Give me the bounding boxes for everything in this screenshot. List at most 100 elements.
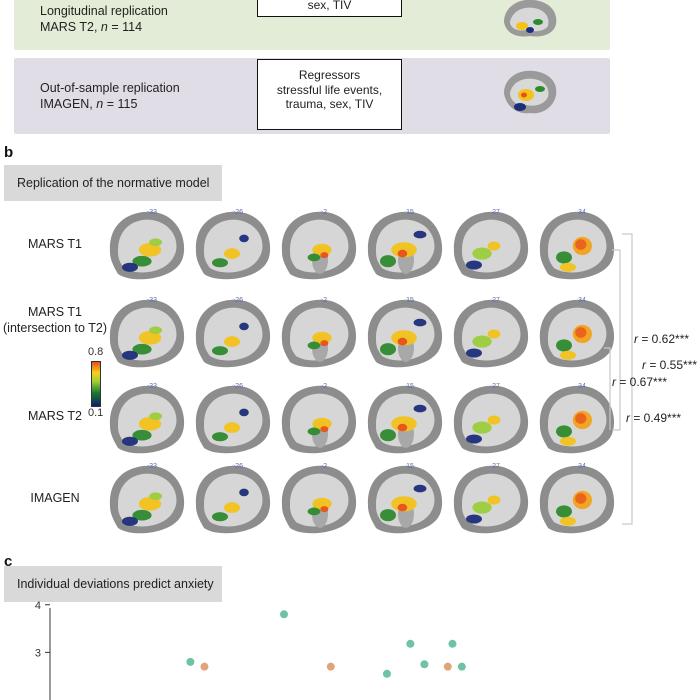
activation-blob — [472, 421, 492, 434]
scatter-point — [443, 662, 452, 671]
r-value: = 0.67*** — [616, 375, 668, 389]
activation-blob — [413, 318, 427, 327]
scatter-point — [326, 662, 335, 671]
activation-blob — [487, 495, 501, 505]
activation-blob — [224, 248, 240, 259]
activation-blob — [320, 506, 329, 513]
scatter-point — [382, 669, 391, 678]
longitudinal-n-symbol: n — [100, 20, 108, 34]
slice-coordinate-label: 27 — [492, 297, 500, 304]
row-label-imagen: IMAGEN — [30, 491, 80, 505]
brain-slice — [539, 465, 615, 534]
brain-slice — [367, 299, 443, 368]
activation-blob — [380, 429, 396, 442]
activation-blob — [307, 427, 321, 436]
slice-coordinate-label: -2 — [321, 383, 327, 390]
activation-blob — [320, 252, 329, 259]
activation-blob — [149, 492, 162, 501]
out-of-sample-title: Out-of-sample replication — [40, 81, 180, 95]
scatter-point — [457, 662, 466, 671]
brain-slice — [109, 465, 185, 534]
brain-slice — [453, 211, 529, 280]
brain-slice — [281, 211, 357, 280]
activation-blob — [138, 496, 162, 511]
activation-blob — [466, 260, 482, 270]
activation-blob — [380, 509, 396, 522]
longitudinal-title: Longitudinal replication — [40, 4, 168, 18]
activation-blob — [132, 509, 152, 521]
slice-coordinate-label: 34 — [578, 297, 586, 304]
brain-slice — [367, 211, 443, 280]
activation-blob — [149, 326, 162, 334]
activation-blob — [397, 249, 408, 258]
r-value: = 0.49*** — [630, 411, 682, 425]
brain-slice — [281, 465, 357, 534]
activation-blob — [556, 505, 572, 518]
activation-blob — [380, 255, 396, 268]
activation-blob — [487, 241, 501, 251]
activation-blob — [560, 436, 576, 446]
activation-blob — [560, 262, 576, 272]
brain-slice — [195, 385, 271, 454]
activation-blob — [397, 503, 408, 512]
colorbar-max-label: 0.8 — [88, 346, 104, 358]
brain-slice — [195, 465, 271, 534]
brain-slice — [539, 385, 615, 454]
activation-blob — [556, 425, 572, 438]
out-of-sample-n-symbol: n — [96, 97, 104, 111]
activation-blob — [560, 516, 576, 526]
panel-c-letter: c — [4, 553, 13, 570]
out-of-sample-regressor-box: Regressors stressful life events, trauma… — [257, 59, 402, 130]
brain-slice — [195, 211, 271, 280]
activation-blob — [239, 322, 249, 331]
activation-blob — [560, 350, 576, 360]
correlation-label-1: r = 0.62*** — [634, 332, 689, 346]
brain-slice — [281, 299, 357, 368]
colorbar-min-label: 0.1 — [88, 407, 104, 419]
activation-blob — [413, 404, 427, 413]
activation-blob — [575, 327, 587, 338]
activation-blob — [132, 255, 152, 267]
activation-blob — [122, 350, 138, 360]
brain-slice — [539, 211, 615, 280]
activation-blob — [487, 415, 501, 425]
activation-blob — [122, 436, 138, 446]
brain-thumbnail-1 — [504, 0, 557, 37]
activation-blob — [472, 247, 492, 260]
slice-coordinate-label: -2 — [321, 463, 327, 470]
longitudinal-n-value: = 114 — [107, 20, 143, 34]
activation-blob — [472, 501, 492, 514]
activation-blob — [556, 339, 572, 352]
out-of-sample-sample: IMAGEN, n = 115 — [40, 96, 180, 112]
activation-blob — [320, 426, 329, 433]
longitudinal-replication-label: Longitudinal replication MARS T2, n = 11… — [40, 3, 168, 35]
activation-blob — [575, 413, 587, 424]
slice-coordinate-label: -26 — [233, 383, 243, 390]
activation-blob — [307, 341, 321, 350]
brain-slice — [453, 385, 529, 454]
brain-slice — [367, 385, 443, 454]
r-symbol: r — [626, 411, 630, 425]
correlation-label-4: r = 0.49*** — [626, 411, 681, 425]
out-of-sample-label: Out-of-sample replication IMAGEN, n = 11… — [40, 80, 180, 112]
activation-blob — [466, 348, 482, 358]
r-value: = 0.55*** — [646, 358, 698, 372]
activation-blob — [138, 330, 162, 345]
scatter-point — [280, 610, 288, 619]
r-symbol: r — [612, 375, 616, 389]
y-tick-label: 4 — [35, 600, 41, 612]
activation-blob — [122, 262, 138, 272]
brain-slice — [539, 299, 615, 368]
out-of-sample-n-value: = 115 — [103, 97, 138, 111]
activation-blob — [380, 343, 396, 356]
correlation-label-2: r = 0.55*** — [642, 358, 697, 372]
activation-blob — [122, 516, 138, 526]
longitudinal-regressor-box: sex, TIV — [257, 0, 402, 17]
scatter-point — [448, 639, 457, 648]
row-label-mars-t1-intersection: MARS T1 (intersection to T2) — [0, 304, 110, 336]
brain-thumbnail-2 — [504, 70, 557, 114]
activation-blob — [138, 242, 162, 257]
slice-coordinate-label: 15 — [406, 463, 414, 470]
slice-coordinate-label: 27 — [492, 209, 500, 216]
